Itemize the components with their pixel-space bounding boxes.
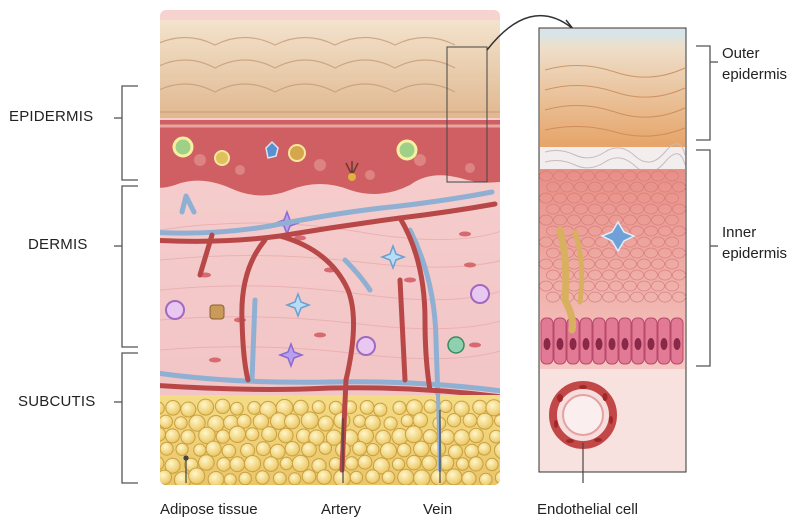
label-artery: Artery bbox=[321, 501, 361, 518]
label-adipose-tissue: Adipose tissue bbox=[160, 501, 258, 518]
inset-epidermis bbox=[539, 28, 686, 472]
right-brackets bbox=[696, 46, 718, 366]
label-inner-line1: Inner bbox=[722, 222, 787, 243]
label-epidermis: EPIDERMIS bbox=[9, 108, 93, 125]
label-outer-epidermis: Outer epidermis bbox=[722, 43, 787, 85]
left-brackets bbox=[114, 86, 138, 483]
label-outer-line1: Outer bbox=[722, 43, 787, 64]
main-skin-block bbox=[140, 10, 520, 490]
label-subcutis: SUBCUTIS bbox=[18, 393, 95, 410]
adipose-cells bbox=[150, 399, 511, 488]
label-endothelial-cell: Endothelial cell bbox=[537, 501, 638, 518]
label-outer-line2: epidermis bbox=[722, 64, 787, 85]
epidermis-surface bbox=[150, 20, 510, 118]
label-inner-line2: epidermis bbox=[722, 243, 787, 264]
label-inner-epidermis: Inner epidermis bbox=[722, 222, 787, 264]
label-dermis: DERMIS bbox=[28, 236, 88, 253]
label-vein: Vein bbox=[423, 501, 452, 518]
